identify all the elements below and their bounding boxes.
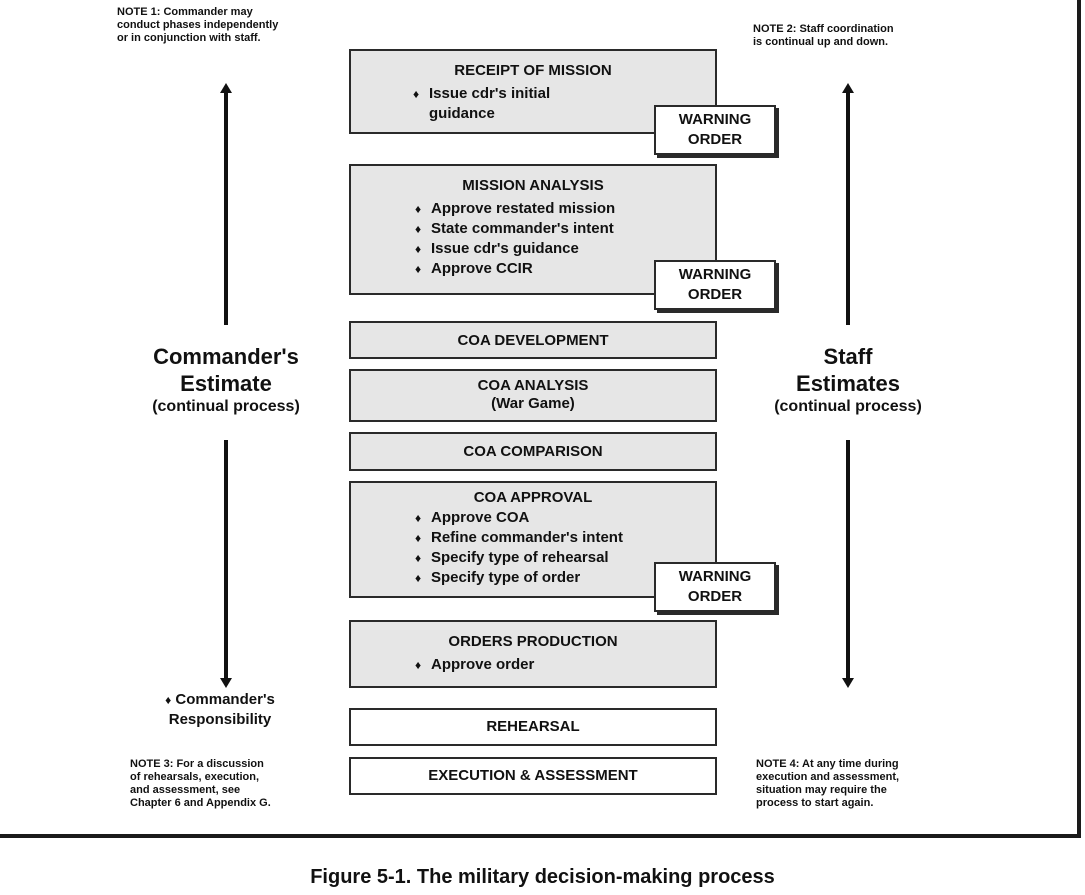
bullet-item: ♦Approve CCIR [415,260,533,277]
bullet-item: ♦Issue cdr's initial [413,85,551,102]
figure-caption: Figure 5-1. The military decision-making… [310,866,775,888]
bullet-item: ♦Approve restated mission [415,200,616,217]
note-3: NOTE 3: For a discussion of rehearsals, … [130,758,271,809]
bullet-item: guidance [429,105,495,122]
bullet-item: ♦Approve order [415,656,535,673]
phase-coa-comparison: COA COMPARISON [349,432,717,471]
bullet-item: ♦Specify type of order [415,569,581,586]
phase-rehearsal: REHEARSAL [349,708,717,746]
diamond-bullet-icon: ♦ [415,571,422,585]
phase-mission-analysis: MISSION ANALYSIS ♦Approve restated missi… [349,164,717,295]
diamond-bullet-icon: ♦ [415,511,422,525]
staff-estimates-label: Staff Estimates (continual process) [774,344,922,415]
phase-coa-development: COA DEVELOPMENT [349,321,717,359]
phase-execution-assessment: EXECUTION & ASSESSMENT [349,757,717,795]
diamond-bullet-icon: ♦ [415,551,422,565]
diamond-bullet-icon: ♦ [415,202,422,216]
warning-order-2: WARNING ORDER [654,260,776,310]
bullet-item: ♦State commander's intent [415,220,614,237]
diamond-bullet-icon: ♦ [415,531,422,545]
bullet-item: ♦Issue cdr's guidance [415,240,579,257]
diamond-bullet-icon: ♦ [415,658,422,672]
phase-receipt-of-mission: RECEIPT OF MISSION ♦Issue cdr's initial … [349,49,717,134]
commanders-estimate-label: Commander's Estimate (continual process) [152,344,300,415]
bullet-item: ♦Approve COA [415,509,530,526]
warning-order-1: WARNING ORDER [654,105,776,155]
diamond-bullet-icon: ♦ [165,693,172,707]
diamond-bullet-icon: ♦ [413,87,420,101]
bullet-item: ♦Refine commander's intent [415,529,623,546]
diamond-bullet-icon: ♦ [415,222,422,236]
note-1: NOTE 1: Commander may conduct phases ind… [117,6,279,44]
warning-order-3: WARNING ORDER [654,562,776,612]
diamond-bullet-icon: ♦ [415,262,422,276]
note-4: NOTE 4: At any time during execution and… [756,758,900,809]
bullet-item: ♦Specify type of rehearsal [415,549,609,566]
diamond-bullet-icon: ♦ [415,242,422,256]
phase-coa-analysis: COA ANALYSIS (War Game) [349,369,717,422]
phase-coa-approval: COA APPROVAL ♦Approve COA ♦Refine comman… [349,481,717,598]
note-2: NOTE 2: Staff coordination is continual … [753,23,894,48]
commanders-responsibility-legend: ♦ Commander's Responsibility [165,691,275,728]
diagram-frame [0,0,1081,838]
phase-orders-production: ORDERS PRODUCTION ♦Approve order [349,620,717,688]
